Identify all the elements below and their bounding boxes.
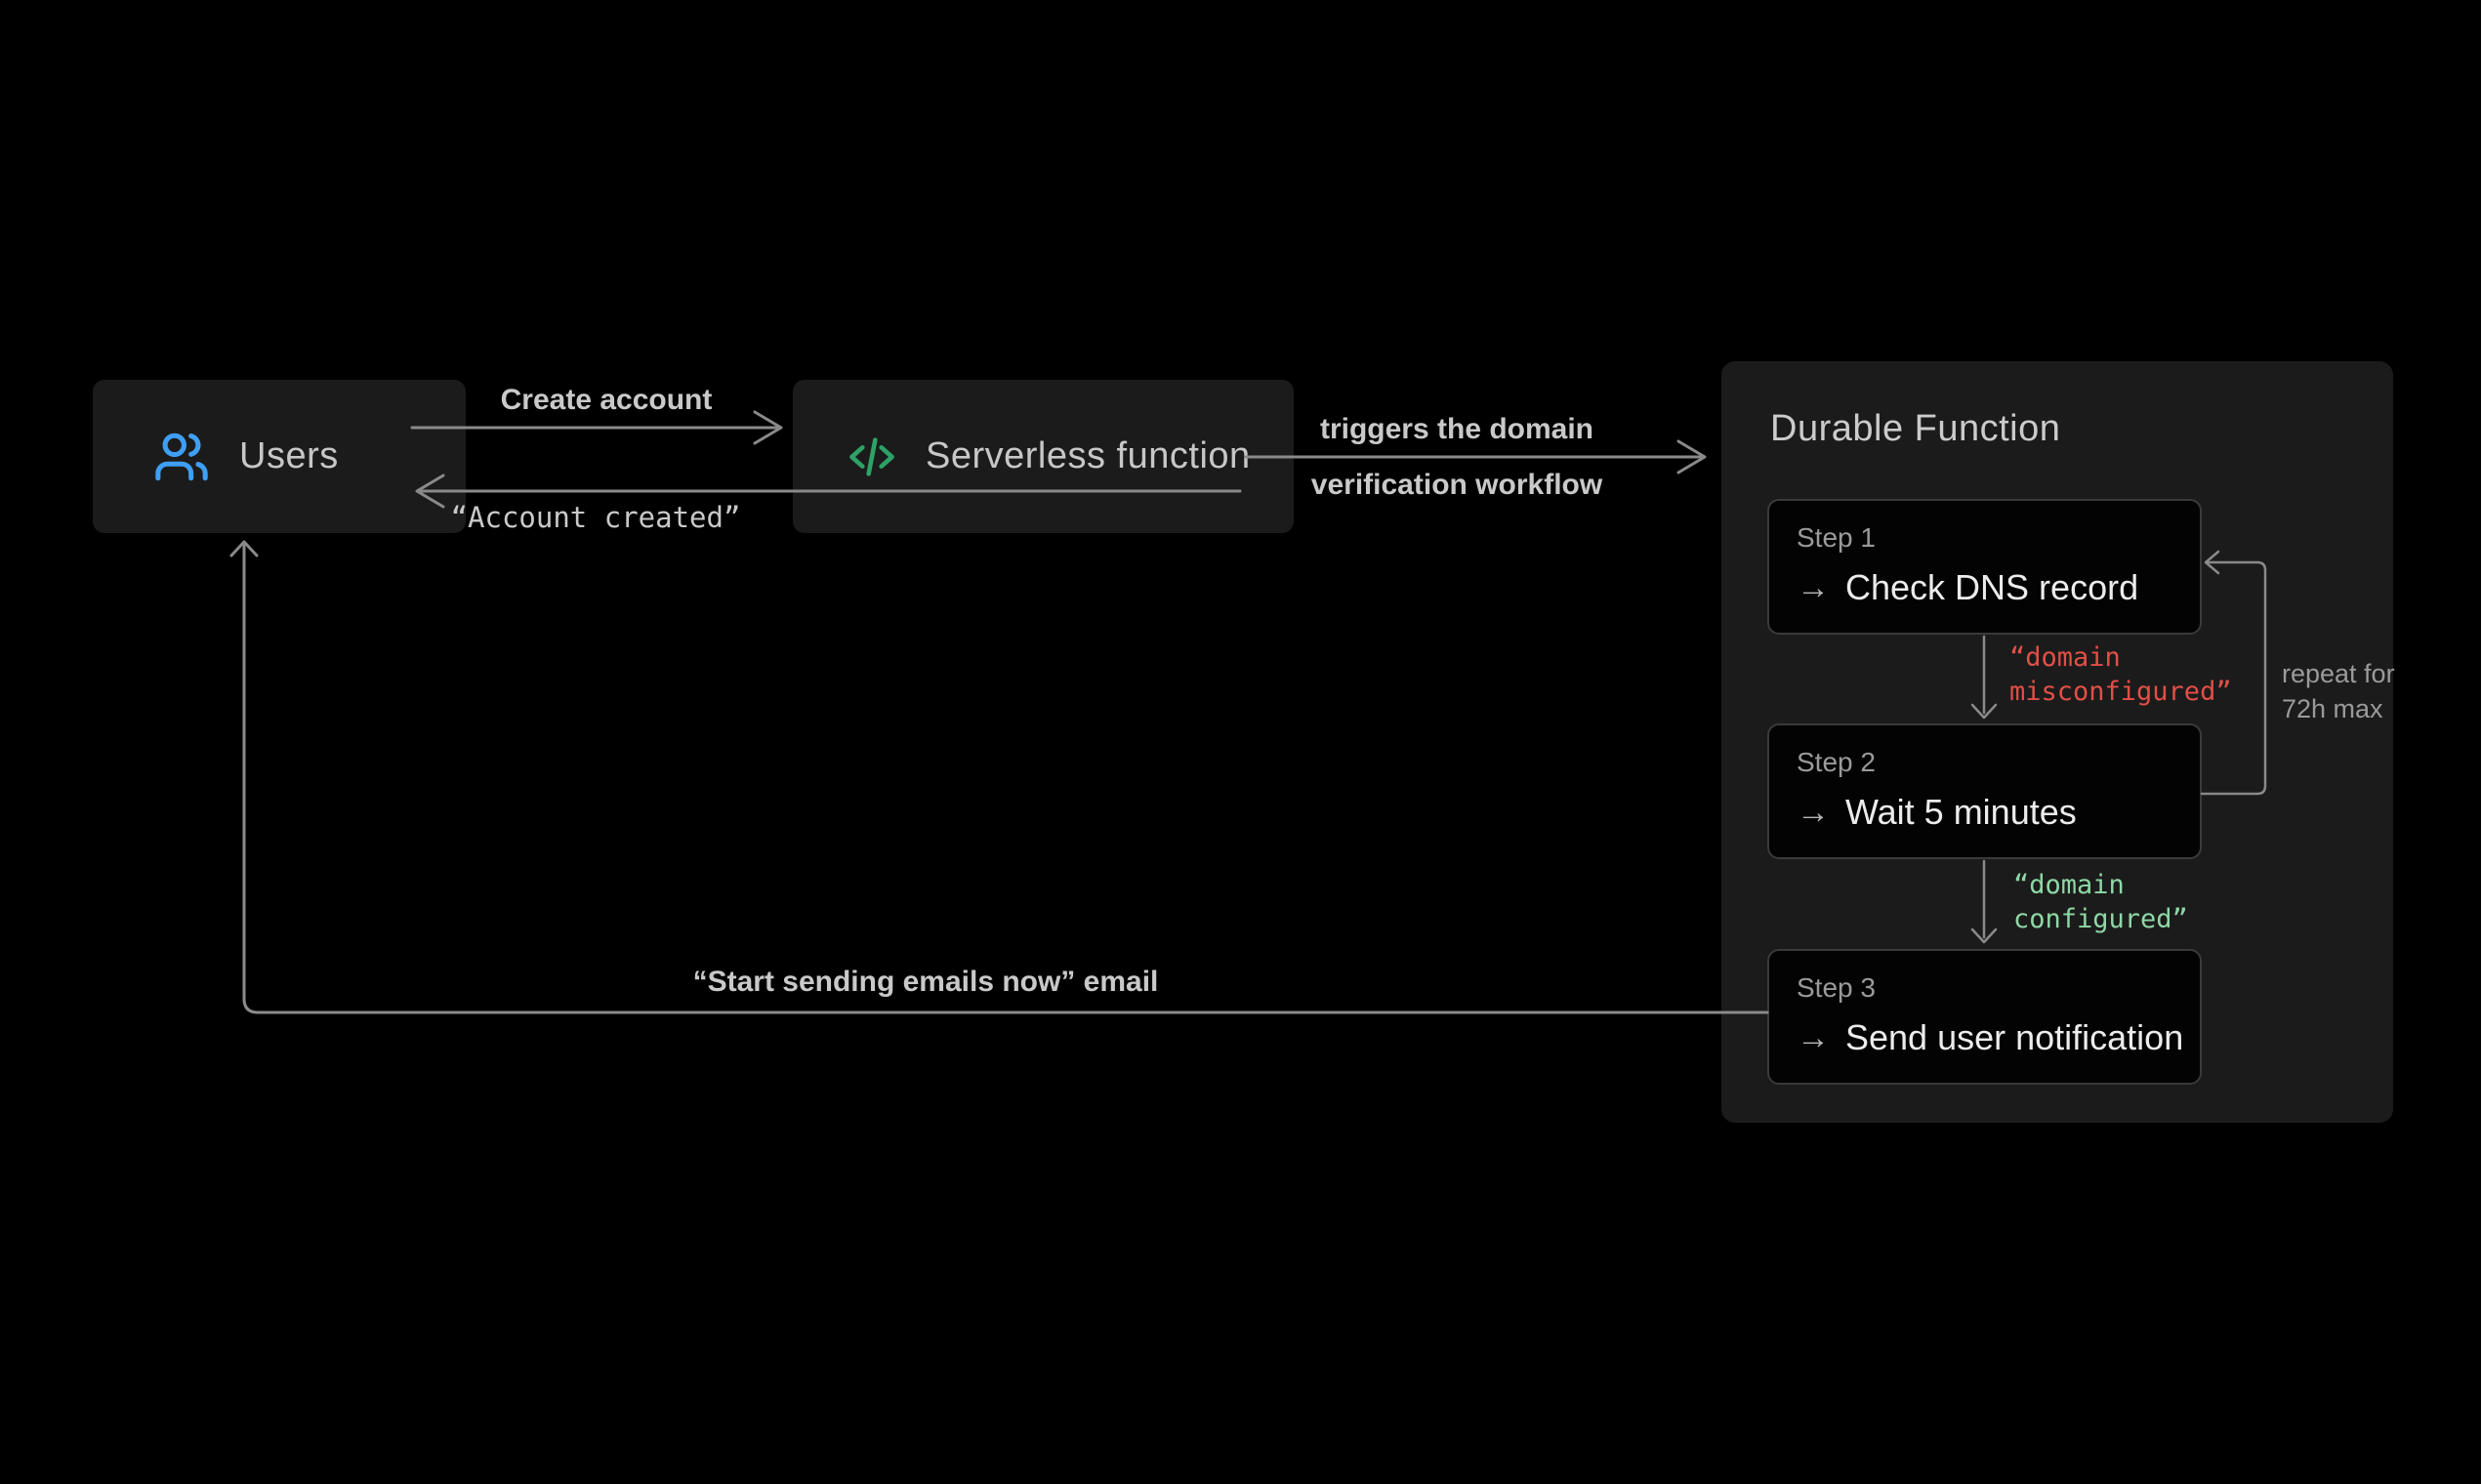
code-icon [844,429,900,485]
arrow-right-icon: → [1797,569,1830,606]
step-2-action: Wait 5 minutes [1845,792,2077,832]
step-1-label: Step 1 [1797,522,1876,553]
step-3-action: Send user notification [1845,1017,2184,1057]
users-node-label: Users [239,435,339,476]
serverless-function-node: Serverless function [793,380,1294,533]
users-icon [153,429,210,485]
domain-misconfigured-label: “domain misconfigured” [2009,642,2232,707]
durable-function-panel: Durable Function Step 1 → Check DNS reco… [1721,361,2393,1123]
users-node: Users [93,380,466,533]
notify-users-arrow [229,540,1769,1014]
step-1-box: Step 1 → Check DNS record [1767,499,2202,635]
create-account-label: Create account [500,384,713,416]
step-1-action: Check DNS record [1845,567,2139,607]
serverless-node-label: Serverless function [926,435,1251,476]
arrow-right-icon: → [1797,794,1830,831]
step-3-label: Step 3 [1797,972,1876,1003]
domain-configured-label: “domain configured” [2013,870,2188,934]
step-3-box: Step 3 → Send user notification [1767,949,2202,1085]
step-2-box: Step 2 → Wait 5 minutes [1767,723,2202,859]
triggers-label-line2: verification workflow [1310,469,1603,501]
arrow-right-icon: → [1797,1019,1830,1056]
repeat-loop-label: repeat for 72h max [2282,659,2395,723]
step-2-label: Step 2 [1797,747,1876,777]
triggers-label-line1: triggers the domain [1319,413,1594,445]
account-created-label: “Account created” [450,501,741,534]
durable-function-title: Durable Function [1770,408,2061,449]
notify-users-label: “Start sending emails now” email [692,966,1159,998]
